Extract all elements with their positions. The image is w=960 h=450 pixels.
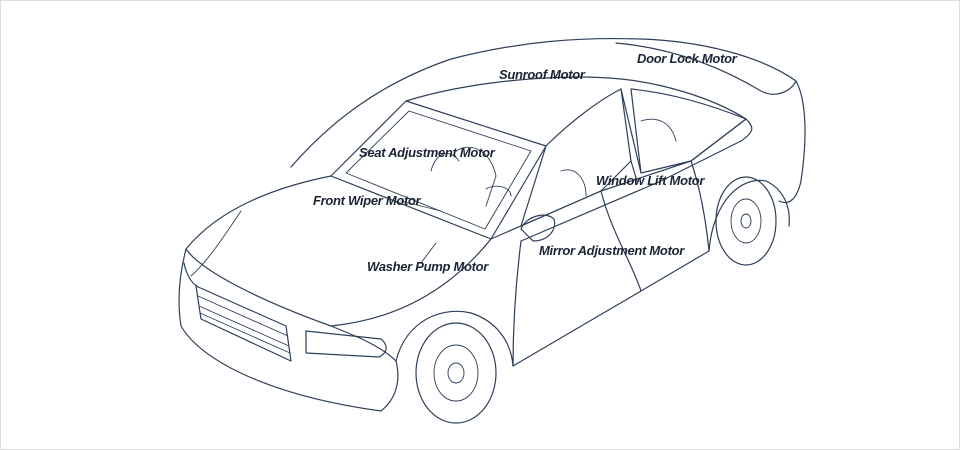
car-rear-wheel-hub (740, 213, 752, 229)
car-fog-light (183, 262, 198, 287)
car-front-wheel (415, 322, 497, 424)
door-lock-motor-label: Door Lock Motor (637, 51, 737, 66)
car-steering-wheel (485, 185, 512, 197)
car-windshield-inner (345, 110, 532, 230)
car-headlight (305, 330, 387, 358)
car-b-pillar (620, 88, 642, 182)
car-grille-slats (197, 295, 291, 354)
car-hood-crease (190, 210, 242, 277)
seat-adjustment-motor-label: Seat Adjustment Motor (359, 145, 495, 160)
car-front-side-window (520, 88, 632, 227)
window-lift-motor-label: Window Lift Motor (596, 173, 705, 188)
car-beltline (490, 118, 753, 242)
car-side-sill (512, 250, 710, 367)
car-interior-seat-rear (560, 118, 677, 197)
car-roof-outline (290, 37, 806, 204)
car-front-bumper (178, 248, 399, 412)
car-front-wheel-rim (433, 344, 479, 402)
car-rear-wheel-rim (730, 198, 762, 244)
car-interior-seat-front (430, 146, 497, 207)
car-rear-wheel (715, 176, 777, 266)
leader-line-washer (420, 242, 437, 264)
mirror-adjustment-motor-label: Mirror Adjustment Motor (539, 243, 684, 258)
leader-line-wiper (400, 200, 442, 212)
car-rear-side-window (630, 88, 747, 174)
sunroof-motor-label: Sunroof Motor (499, 67, 585, 82)
car-front-wheel-arch (395, 310, 514, 367)
car-front-wheel-hub (447, 362, 465, 384)
car-front-door (512, 190, 642, 367)
car-grille (195, 285, 292, 362)
front-wiper-motor-label: Front Wiper Motor (313, 193, 421, 208)
car-rear-door (690, 160, 710, 252)
car-side-mirror (520, 214, 556, 242)
washer-pump-motor-label: Washer Pump Motor (367, 259, 489, 274)
car-trunk-outline (615, 42, 797, 95)
car-hood (185, 175, 492, 327)
car-windshield (330, 100, 547, 240)
car-a-pillar (405, 76, 747, 120)
